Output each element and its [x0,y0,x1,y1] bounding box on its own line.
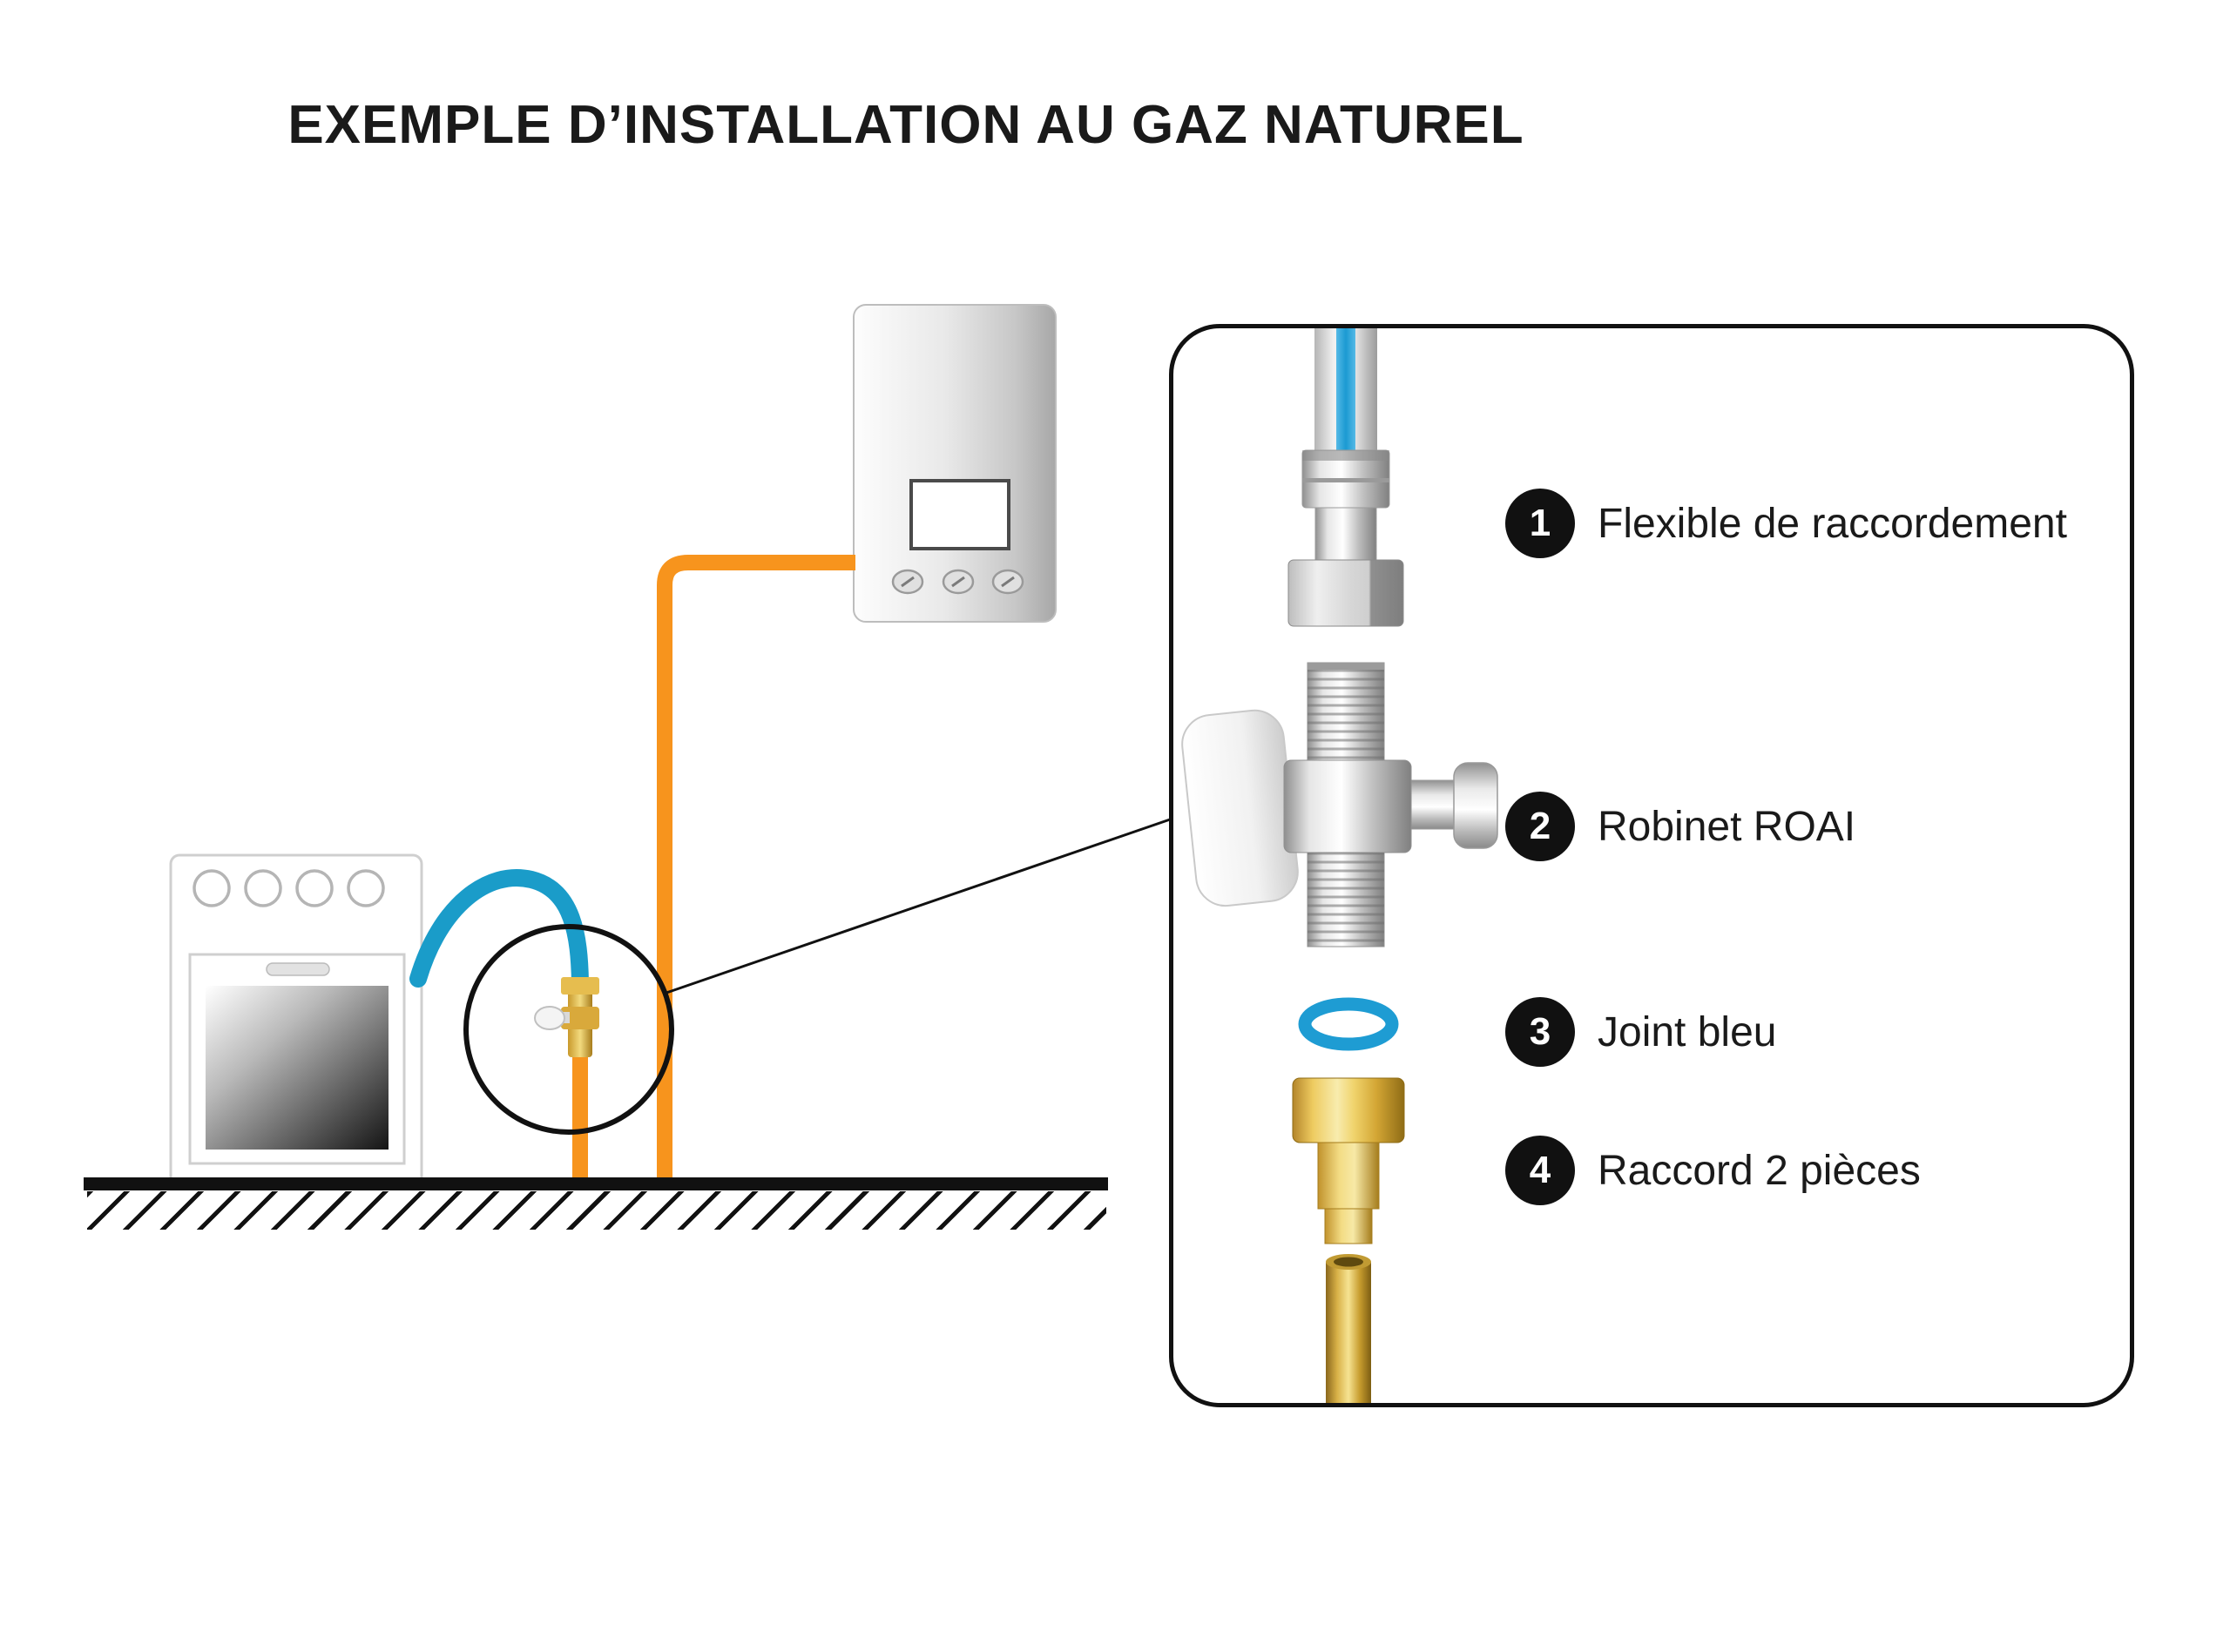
mini-valve-flange [561,977,599,995]
detail-panel: 1 Flexible de raccordement 2 Robinet ROA… [1169,324,2134,1407]
gas-riser-stub [572,1045,588,1186]
ground-hatching [87,1191,1106,1230]
ground-line [84,1177,1108,1190]
brass-pipe-tube [1326,1262,1371,1403]
gas-pipe-boiler [657,555,855,1184]
mini-valve-nut [561,1007,599,1029]
raccord-stub [1324,1208,1373,1244]
legend-number-badge-2: 2 [1505,792,1575,861]
mini-valve-handle [534,1006,565,1030]
flexible-hose [409,869,589,991]
magnifier-circle [463,924,674,1135]
hose-blue-stripe [1336,328,1355,450]
legend-item-flexible: 1 Flexible de raccordement [1505,489,2067,558]
legend-item-robinet: 2 Robinet ROAI [1505,792,1855,861]
legend-label-joint: Joint bleu [1598,1008,1777,1055]
valve-outlet [1409,779,1461,830]
valve-body [1283,759,1412,853]
legend-label-raccord: Raccord 2 pièces [1598,1147,1921,1194]
stove-burner-knobs [193,869,385,907]
hose-hex-nut [1287,559,1404,627]
legend-item-raccord: 4 Raccord 2 pièces [1505,1136,1921,1205]
stove [169,853,423,1188]
part-raccord [1292,1077,1405,1244]
oven-door-handle [266,962,330,976]
page-title: EXEMPLE D’INSTALLATION AU GAZ NATUREL [287,95,1524,155]
parts-exploded-view [1181,328,1498,1403]
boiler-display [909,479,1010,550]
part-brass-pipe [1326,1254,1371,1403]
legend-item-joint: 3 Joint bleu [1505,997,1776,1067]
part-blue-seal [1298,997,1399,1051]
oven-window [206,986,389,1150]
legend-label-robinet: Robinet ROAI [1598,803,1856,850]
part-robinet-roai [1181,662,1498,947]
part-flexible-hose [1287,328,1404,627]
legend-label-flexible: Flexible de raccordement [1598,500,2067,547]
valve-outlet-knob [1453,762,1498,849]
legend-number-badge-4: 4 [1505,1136,1575,1205]
valve-handle [1181,709,1299,907]
raccord-cylinder [1317,1142,1380,1210]
boiler [853,304,1057,623]
hose-neck [1314,507,1377,561]
pointer-line [666,817,1173,995]
raccord-hex-nut [1292,1077,1405,1143]
legend-number-badge-1: 1 [1505,489,1575,558]
legend-number-badge-3: 3 [1505,997,1575,1067]
valve-connection-mini [534,977,599,1186]
boiler-knobs [891,569,1024,595]
